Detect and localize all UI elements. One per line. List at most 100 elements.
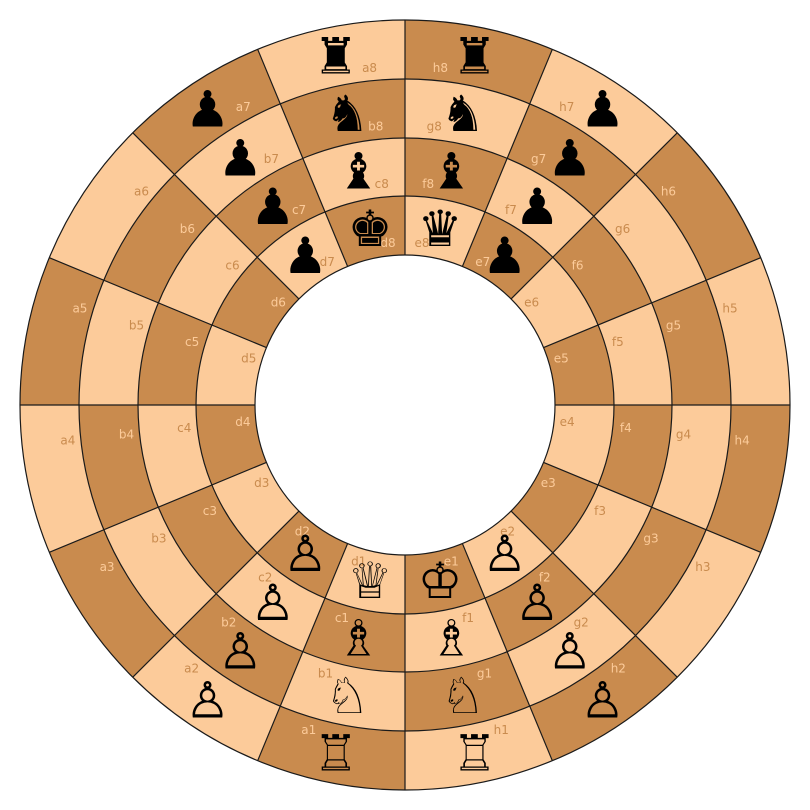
square-c1[interactable] bbox=[302, 598, 405, 672]
black-rook-h8[interactable]: ♜ bbox=[452, 27, 497, 85]
square-b6[interactable] bbox=[103, 174, 217, 303]
black-pawn-c7[interactable]: ♟ bbox=[250, 178, 295, 236]
square-a4[interactable] bbox=[20, 405, 104, 553]
white-pawn-e2[interactable]: ♙ bbox=[482, 525, 527, 583]
square-e1[interactable] bbox=[405, 543, 485, 614]
black-pawn-d7[interactable]: ♟ bbox=[283, 227, 328, 285]
white-queen-d1[interactable]: ♕ bbox=[348, 552, 393, 610]
black-pawn-b7[interactable]: ♟ bbox=[218, 129, 263, 187]
square-b7[interactable] bbox=[174, 103, 303, 217]
square-h3[interactable] bbox=[635, 529, 761, 678]
square-f5[interactable] bbox=[598, 302, 672, 405]
square-e7[interactable] bbox=[462, 211, 553, 299]
square-b4[interactable] bbox=[79, 405, 159, 530]
square-f7[interactable] bbox=[484, 158, 594, 258]
square-e8[interactable] bbox=[405, 196, 485, 267]
black-knight-b8[interactable]: ♞ bbox=[325, 85, 370, 143]
square-e3[interactable] bbox=[511, 462, 599, 553]
square-f3[interactable] bbox=[552, 484, 652, 594]
square-b5[interactable] bbox=[79, 280, 159, 405]
square-b3[interactable] bbox=[103, 507, 217, 636]
black-pawn-e7[interactable]: ♟ bbox=[482, 227, 527, 285]
square-c4[interactable] bbox=[138, 405, 212, 508]
square-c8[interactable] bbox=[302, 138, 405, 212]
white-pawn-a2[interactable]: ♙ bbox=[185, 672, 230, 730]
square-g2[interactable] bbox=[507, 593, 636, 707]
white-pawn-d2[interactable]: ♙ bbox=[283, 525, 328, 583]
black-knight-g8[interactable]: ♞ bbox=[440, 85, 485, 143]
black-queen-e8[interactable]: ♛ bbox=[418, 200, 463, 258]
square-f4[interactable] bbox=[598, 405, 672, 508]
square-c6[interactable] bbox=[158, 216, 258, 326]
square-c2[interactable] bbox=[216, 552, 326, 652]
square-d4[interactable] bbox=[196, 405, 267, 485]
black-pawn-a7[interactable]: ♟ bbox=[185, 80, 230, 138]
black-rook-a8[interactable]: ♜ bbox=[313, 27, 358, 85]
white-pawn-c2[interactable]: ♙ bbox=[250, 574, 295, 632]
label-b5: b5 bbox=[129, 318, 144, 332]
white-knight-g1[interactable]: ♘ bbox=[440, 667, 485, 725]
black-bishop-f8[interactable]: ♝ bbox=[429, 143, 474, 201]
square-h8[interactable] bbox=[405, 20, 553, 104]
square-d3[interactable] bbox=[211, 462, 299, 553]
square-h6[interactable] bbox=[635, 132, 761, 281]
square-b1[interactable] bbox=[280, 651, 405, 731]
square-e4[interactable] bbox=[543, 405, 614, 485]
square-g4[interactable] bbox=[651, 405, 731, 530]
square-h7[interactable] bbox=[529, 49, 678, 175]
square-d2[interactable] bbox=[257, 511, 348, 599]
square-a8[interactable] bbox=[257, 20, 405, 104]
white-rook-h1[interactable]: ♖ bbox=[452, 725, 497, 783]
square-e5[interactable] bbox=[543, 325, 614, 405]
square-h4[interactable] bbox=[706, 405, 790, 553]
white-rook-a1[interactable]: ♖ bbox=[313, 725, 358, 783]
square-b2[interactable] bbox=[174, 593, 303, 707]
white-pawn-h2[interactable]: ♙ bbox=[580, 672, 625, 730]
black-pawn-g7[interactable]: ♟ bbox=[547, 129, 592, 187]
square-g1[interactable] bbox=[405, 651, 530, 731]
white-bishop-f1[interactable]: ♗ bbox=[429, 609, 474, 667]
square-f6[interactable] bbox=[552, 216, 652, 326]
square-h1[interactable] bbox=[405, 706, 553, 790]
square-c7[interactable] bbox=[216, 158, 326, 258]
black-pawn-f7[interactable]: ♟ bbox=[515, 178, 560, 236]
square-f8[interactable] bbox=[405, 138, 508, 212]
square-d5[interactable] bbox=[196, 325, 267, 405]
square-a3[interactable] bbox=[49, 529, 175, 678]
square-h5[interactable] bbox=[706, 257, 790, 405]
square-c3[interactable] bbox=[158, 484, 258, 594]
square-e2[interactable] bbox=[462, 511, 553, 599]
square-f1[interactable] bbox=[405, 598, 508, 672]
square-e6[interactable] bbox=[511, 257, 599, 348]
square-d6[interactable] bbox=[211, 257, 299, 348]
label-f2: f2 bbox=[539, 571, 551, 585]
square-g8[interactable] bbox=[405, 79, 530, 159]
square-a6[interactable] bbox=[49, 132, 175, 281]
square-g5[interactable] bbox=[651, 280, 731, 405]
square-g7[interactable] bbox=[507, 103, 636, 217]
black-bishop-c8[interactable]: ♝ bbox=[336, 143, 381, 201]
white-pawn-f2[interactable]: ♙ bbox=[515, 574, 560, 632]
square-g6[interactable] bbox=[593, 174, 707, 303]
black-pawn-h7[interactable]: ♟ bbox=[580, 80, 625, 138]
label-c2: c2 bbox=[258, 571, 272, 585]
white-king-e1[interactable]: ♔ bbox=[418, 552, 463, 610]
square-f2[interactable] bbox=[484, 552, 594, 652]
white-knight-b1[interactable]: ♘ bbox=[325, 667, 370, 725]
square-d8[interactable] bbox=[325, 196, 405, 267]
square-a2[interactable] bbox=[132, 635, 281, 761]
square-a5[interactable] bbox=[20, 257, 104, 405]
square-h2[interactable] bbox=[529, 635, 678, 761]
white-pawn-g2[interactable]: ♙ bbox=[547, 623, 592, 681]
square-a7[interactable] bbox=[132, 49, 281, 175]
square-d1[interactable] bbox=[325, 543, 405, 614]
white-pawn-b2[interactable]: ♙ bbox=[218, 623, 263, 681]
square-d7[interactable] bbox=[257, 211, 348, 299]
square-c5[interactable] bbox=[138, 302, 212, 405]
label-b2: b2 bbox=[221, 616, 236, 630]
white-bishop-c1[interactable]: ♗ bbox=[336, 609, 381, 667]
black-king-d8[interactable]: ♚ bbox=[348, 200, 393, 258]
square-g3[interactable] bbox=[593, 507, 707, 636]
square-a1[interactable] bbox=[257, 706, 405, 790]
square-b8[interactable] bbox=[280, 79, 405, 159]
